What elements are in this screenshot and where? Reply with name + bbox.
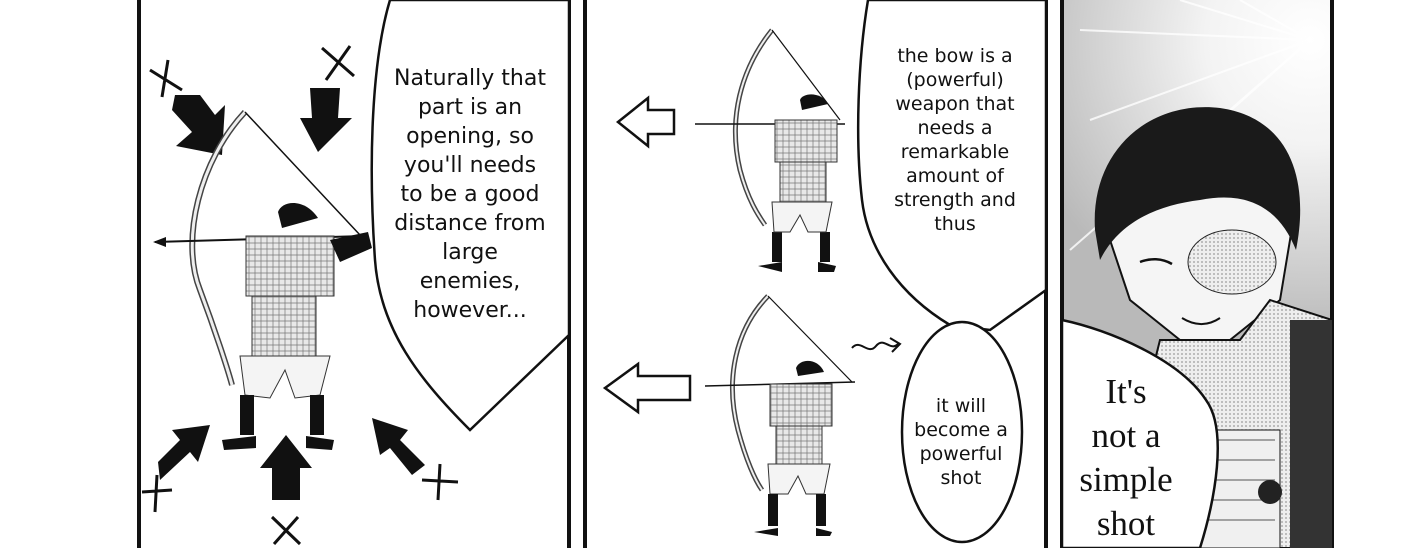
archer-figure-3	[704, 294, 856, 536]
speech-bubble-2-top	[856, 0, 1048, 332]
squiggle-arrow	[851, 337, 902, 353]
speech-text-1: Naturally that part is an opening, so yo…	[394, 66, 546, 323]
panel-1	[137, 0, 571, 548]
speech-bubble-2-bottom	[900, 320, 1024, 544]
speech-bubble-3	[1060, 318, 1219, 548]
panel-3	[1060, 0, 1334, 548]
archer-figure-2	[695, 28, 845, 272]
left-arrow-lower	[602, 361, 692, 415]
attack-arrows	[158, 88, 425, 500]
left-arrow-upper	[615, 95, 676, 149]
speech-text-2-top: the bow is a (powerful) weapon that need…	[894, 45, 1016, 235]
panel-2	[583, 0, 1048, 548]
x-marks	[141, 45, 459, 546]
speech-text-3: It's not a simple shot	[1079, 372, 1173, 543]
archer-figure-1	[153, 109, 372, 450]
speech-bubble-1	[370, 0, 571, 432]
speech-text-2-bottom: it will become a powerful shot	[914, 395, 1008, 489]
character-portrait	[1094, 107, 1333, 548]
